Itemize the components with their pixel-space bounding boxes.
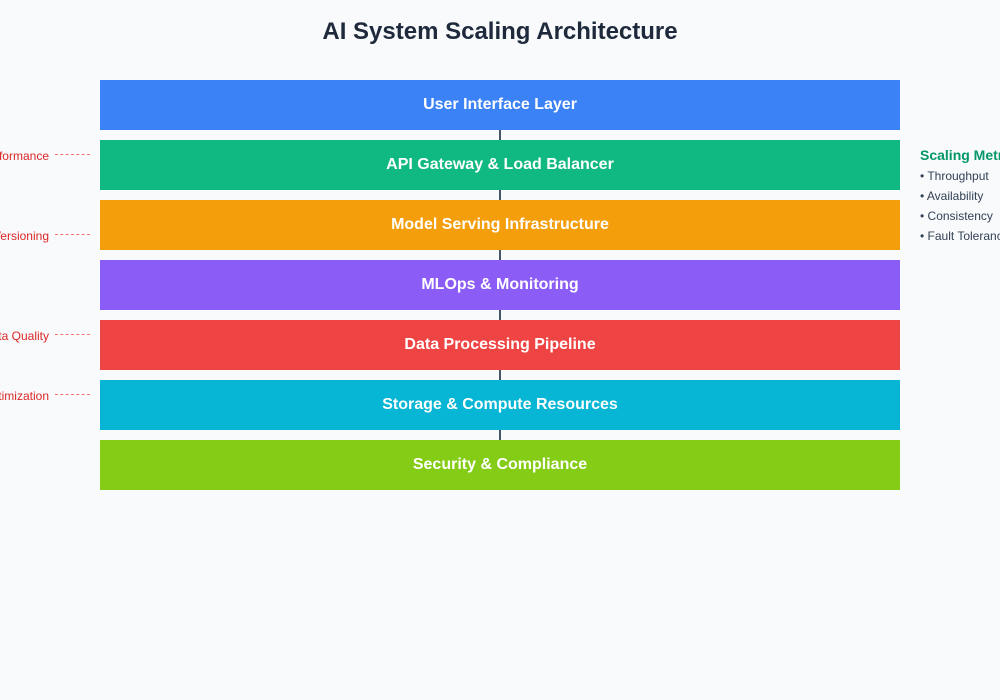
layer-storage-compute: Storage & Compute Resources	[100, 380, 900, 430]
metric-item: • Fault Tolerance	[920, 229, 1000, 243]
layer-mlops: MLOps & Monitoring	[100, 260, 900, 310]
side-label-data-quality: Data Quality	[0, 329, 49, 343]
layer-label: MLOps & Monitoring	[421, 276, 579, 293]
layer-connector	[499, 130, 501, 140]
side-label-versioning: Versioning	[0, 229, 49, 243]
layer-user-interface: User Interface Layer	[100, 80, 900, 130]
metrics-title: Scaling Metrics	[920, 147, 1000, 163]
layer-label: API Gateway & Load Balancer	[386, 156, 614, 173]
layer-label: Model Serving Infrastructure	[391, 216, 609, 233]
side-label-optimization: Optimization	[0, 389, 49, 403]
metric-item: • Consistency	[920, 209, 993, 223]
layer-label: User Interface Layer	[423, 96, 577, 113]
layer-label: Data Processing Pipeline	[404, 336, 596, 353]
side-label-dash	[55, 394, 90, 395]
diagram-title: AI System Scaling Architecture	[322, 18, 678, 45]
side-label-performance: Performance	[0, 149, 49, 163]
layer-connector	[499, 250, 501, 260]
scaling-metrics-panel: Scaling Metrics • Throughput • Availabil…	[920, 146, 1000, 246]
layer-connector	[499, 370, 501, 380]
layer-security: Security & Compliance	[100, 440, 900, 490]
layer-label: Security & Compliance	[412, 456, 588, 473]
layer-connector	[499, 190, 501, 200]
metric-item: • Throughput	[920, 169, 989, 183]
layer-api-gateway: API Gateway & Load Balancer	[100, 140, 900, 190]
layer-model-serving: Model Serving Infrastructure	[100, 200, 900, 250]
layer-connector	[499, 310, 501, 320]
side-label-dash	[55, 334, 90, 335]
layer-data-processing: Data Processing Pipeline	[100, 320, 900, 370]
side-label-dash	[55, 234, 90, 235]
metric-item: • Availability	[920, 189, 984, 203]
layer-connector	[499, 430, 501, 440]
side-label-dash	[55, 154, 90, 155]
layer-label: Storage & Compute Resources	[382, 396, 618, 413]
